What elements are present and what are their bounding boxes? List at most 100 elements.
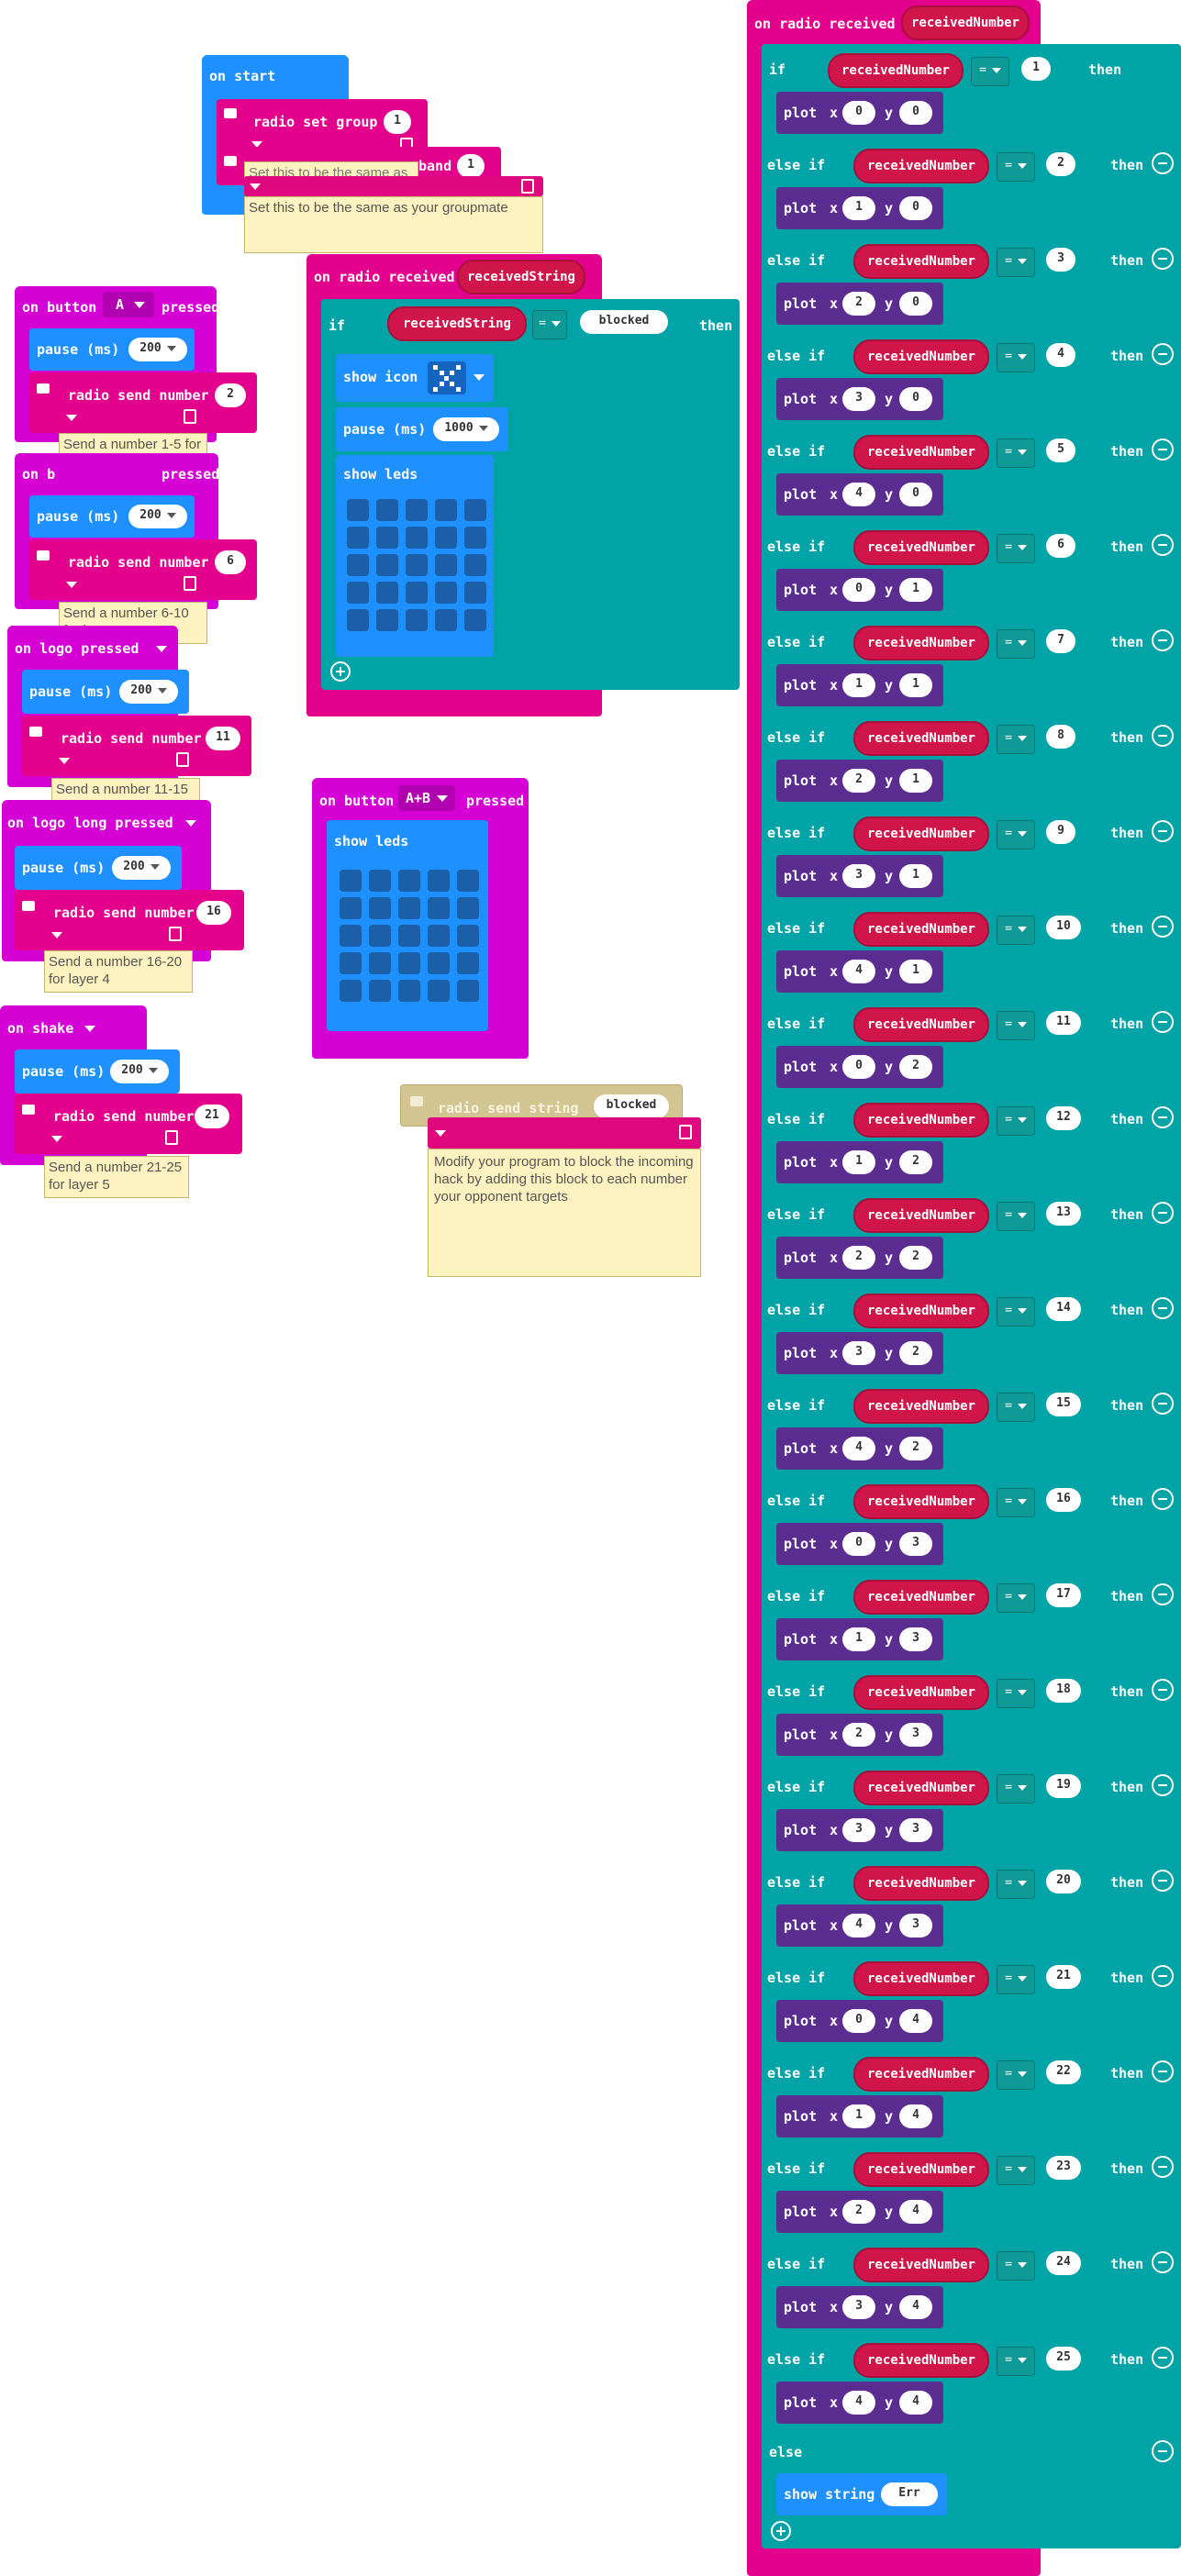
plot-x-value[interactable]: 0 [842,1532,875,1556]
pause-logo-block[interactable]: pause (ms) 200 [22,670,189,714]
remove-branch-icon[interactable] [1152,2156,1174,2178]
received-number-var[interactable]: receivedNumber [853,1866,989,1901]
plot-y-value[interactable]: 0 [899,101,932,125]
remove-branch-icon[interactable] [1152,1106,1174,1128]
comment-icon[interactable] [37,383,50,394]
plot-x-value[interactable]: 0 [842,2009,875,2033]
plot-y-value[interactable]: 3 [899,1914,932,1938]
received-number-var[interactable]: receivedNumber [853,2343,989,2378]
collapse-caret-icon[interactable] [66,582,77,588]
add-else-icon[interactable] [330,661,351,682]
compare-operator[interactable]: = [997,1106,1035,1136]
pause-long-block[interactable]: pause (ms) 200 [15,846,182,890]
pause-1000-block[interactable]: pause (ms) 1000 [336,407,508,451]
plot-y-value[interactable]: 0 [899,483,932,506]
compare-operator[interactable]: = [997,2347,1035,2376]
plot-x-value[interactable]: 1 [842,673,875,697]
collapse-caret-icon[interactable] [51,1136,62,1142]
remove-branch-icon[interactable] [1152,1965,1174,1987]
received-number-var[interactable]: receivedNumber [853,149,989,183]
event-dropdown-caret[interactable] [156,646,167,652]
compare-operator[interactable]: = [997,2251,1035,2281]
compare-operator[interactable]: = [997,248,1035,277]
compare-number-value[interactable]: 4 [1046,343,1075,367]
radio-send-logo-block[interactable]: radio send number 11 [22,716,251,776]
collapse-caret-icon[interactable] [250,183,261,190]
compare-number-value[interactable]: 22 [1046,2060,1081,2084]
plot-x-value[interactable]: 1 [842,196,875,220]
plot-x-value[interactable]: 4 [842,1914,875,1938]
radio-set-group-block[interactable]: radio set group 1 [217,99,428,156]
compare-number-value[interactable]: 12 [1046,1106,1081,1130]
remove-branch-icon[interactable] [1152,1011,1174,1033]
remove-branch-icon[interactable] [1152,725,1174,747]
plot-x-value[interactable]: 2 [842,1246,875,1270]
remove-branch-icon[interactable] [1152,1393,1174,1415]
remove-branch-icon[interactable] [1152,152,1174,174]
add-branch-icon[interactable] [771,2521,791,2541]
send-string-value[interactable]: blocked [594,1094,669,1118]
comment-icon[interactable] [410,1096,423,1106]
received-number-var[interactable]: receivedNumber [853,339,989,374]
plot-y-value[interactable]: 0 [899,196,932,220]
remove-branch-icon[interactable] [1152,1202,1174,1224]
compare-operator[interactable]: = [997,2156,1035,2185]
pause-a-block[interactable]: pause (ms) 200 [29,328,195,371]
plot-x-value[interactable]: 2 [842,2200,875,2224]
compare-number-value[interactable]: 13 [1046,1202,1081,1226]
received-number-var[interactable]: receivedNumber [853,1771,989,1805]
collapse-caret-icon[interactable] [59,758,70,764]
event-dropdown-caret[interactable] [185,820,196,827]
compare-operator[interactable]: = [997,629,1035,659]
show-leds-ab-block[interactable]: show leds [327,820,488,1031]
pause-value[interactable]: 200 [128,505,187,528]
received-number-var[interactable]: receivedNumber [853,1675,989,1710]
plot-x-value[interactable]: 0 [842,578,875,602]
show-string-value[interactable]: Err [881,2482,938,2506]
remove-else-icon[interactable] [1152,2440,1174,2462]
plot-y-value[interactable]: 3 [899,1627,932,1651]
show-leds-string-block[interactable]: show leds [336,455,494,657]
received-number-var[interactable]: receivedNumber [853,1484,989,1519]
compare-number-value[interactable]: 10 [1046,916,1081,939]
remove-branch-icon[interactable] [1152,629,1174,651]
compare-operator[interactable]: = [997,1488,1035,1517]
compare-operator[interactable]: = [997,820,1035,849]
pause-shake-block[interactable]: pause (ms) 200 [15,1049,180,1094]
comment-icon[interactable] [22,901,35,911]
plot-y-value[interactable]: 3 [899,1818,932,1842]
compare-operator[interactable]: = [997,1202,1035,1231]
compare-number-value[interactable]: 25 [1046,2347,1081,2371]
remove-branch-icon[interactable] [1152,2347,1174,2369]
compare-number-value[interactable]: 8 [1046,725,1075,749]
plot-y-value[interactable]: 4 [899,2104,932,2128]
trash-icon[interactable] [176,752,189,767]
collapse-caret-icon[interactable] [251,141,262,148]
received-number-var[interactable]: receivedNumber [853,2248,989,2282]
plot-y-value[interactable]: 3 [899,1723,932,1747]
compare-number-value[interactable]: 18 [1046,1679,1081,1703]
send-value[interactable]: 2 [215,383,246,407]
comment-header[interactable] [244,176,543,196]
compare-operator[interactable]: = [997,725,1035,754]
plot-y-value[interactable]: 1 [899,769,932,793]
trash-icon[interactable] [521,179,534,194]
radio-send-a-block[interactable]: radio send number 2 [29,372,257,433]
